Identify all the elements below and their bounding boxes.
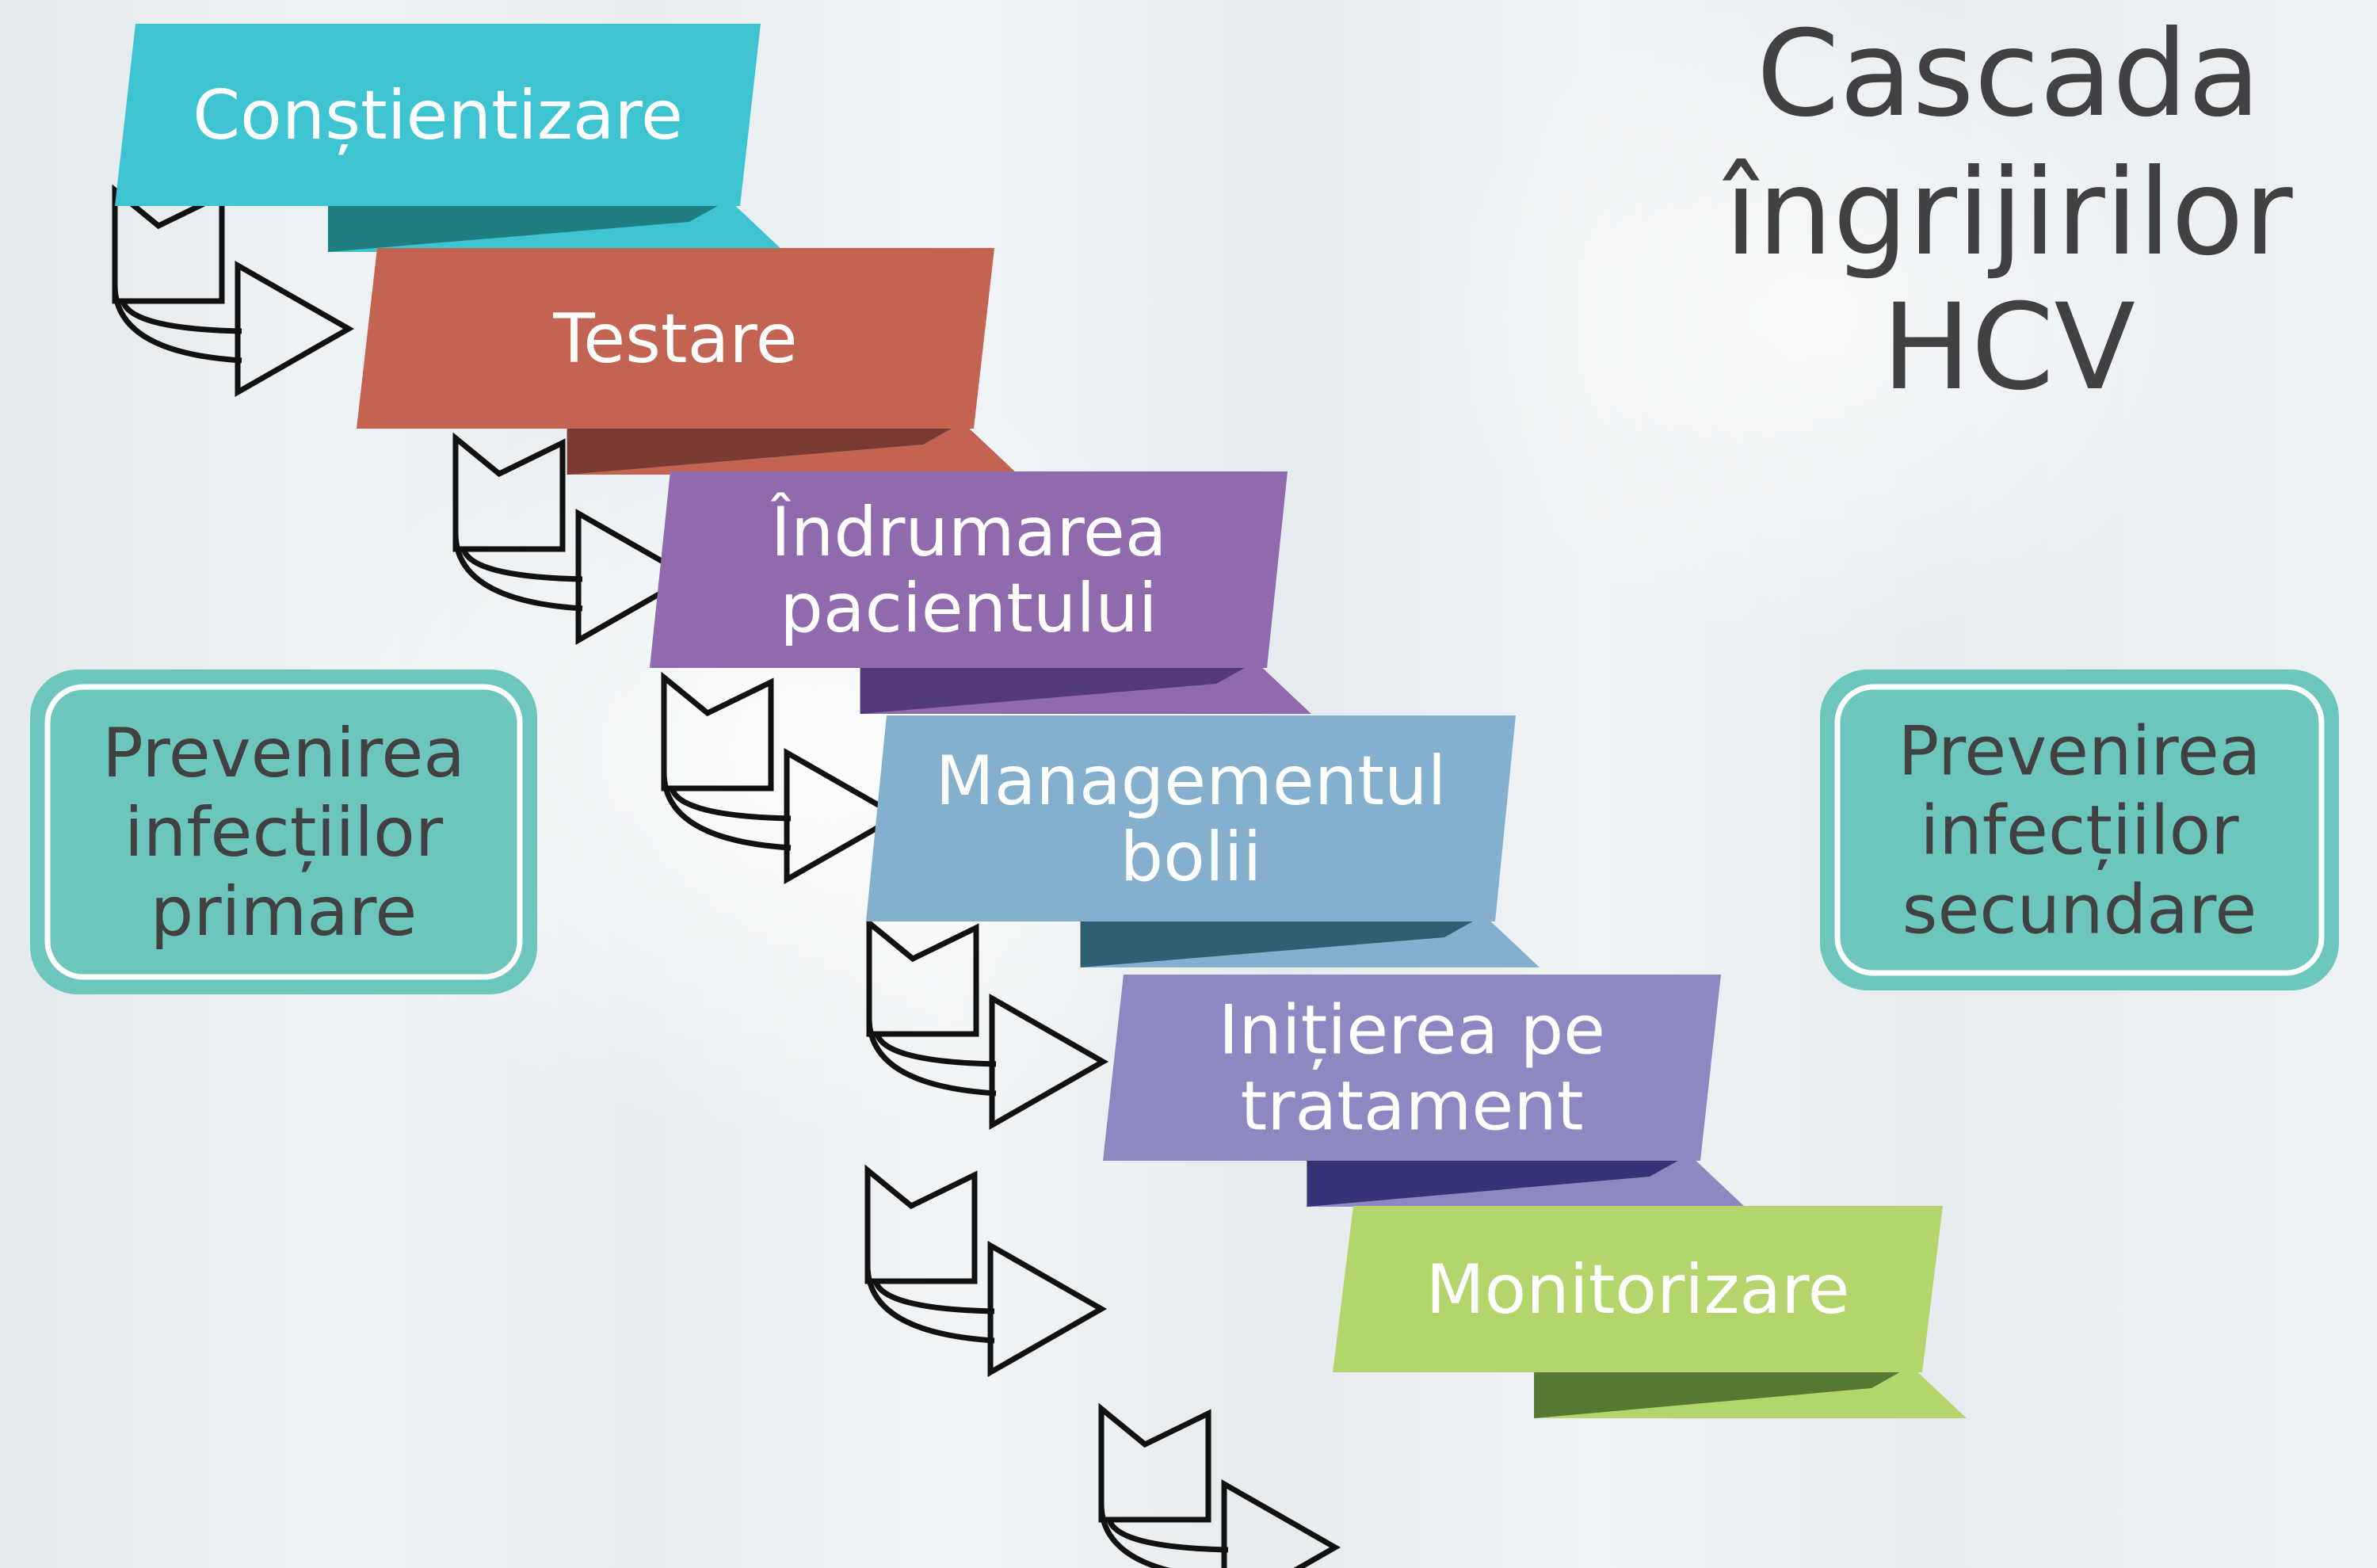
arrow-curve-inner-icon <box>669 787 792 822</box>
ribbon-fold-shadow <box>1307 1154 1689 1207</box>
arrow-curve-inner-icon <box>874 1032 997 1067</box>
arrow-flag-icon <box>452 432 566 552</box>
connector-arrows <box>112 184 1341 1568</box>
ribbon-fold-shadow <box>327 200 729 252</box>
prevention-box-border <box>1834 684 2325 976</box>
ribbon-fold-shadow <box>567 422 963 475</box>
prevention-box-label: secundare <box>1902 871 2257 950</box>
cascade-step: Testare <box>357 248 994 429</box>
prevention-box-label: infecțiilor <box>124 793 444 872</box>
prevention-boxes: PrevenireainfecțiilorprimarePrevenireain… <box>30 670 2339 994</box>
cascade-step-label: pacientului <box>780 569 1157 648</box>
arrow-head-icon <box>235 260 355 398</box>
arrow-head-icon <box>784 747 904 885</box>
arrow-curve-inner-icon <box>1106 1518 1229 1553</box>
arrow-curve-icon <box>661 677 792 851</box>
arrow-flag-icon <box>661 671 774 792</box>
step-arrow-icon <box>112 184 355 398</box>
cascade-step-ribbon <box>1333 1206 1943 1372</box>
arrow-head-icon <box>1221 1478 1341 1568</box>
arrow-flag-icon <box>1098 1402 1211 1523</box>
step-arrow-icon <box>661 671 904 885</box>
ribbon-fold-shadow <box>1080 915 1484 967</box>
cascade-steps: ConștientizareTestareÎndrumareapacientul… <box>115 24 1943 1372</box>
cascade-step-label: Inițierea pe <box>1219 991 1605 1070</box>
arrow-curve-icon <box>864 1170 995 1344</box>
prevention-box-label: infecțiilor <box>1920 792 2239 871</box>
prevention-box-label: Prevenirea <box>1898 712 2261 792</box>
cascade-step-label: Managementul <box>936 742 1447 821</box>
cascade-step: Conștientizare <box>115 24 761 206</box>
cascade-step-label: Îndrumarea <box>770 492 1167 572</box>
arrow-curve-inner-icon <box>872 1280 995 1314</box>
cascade-step-label: Monitorizare <box>1425 1250 1849 1330</box>
arrow-flag-icon <box>112 184 225 304</box>
step-arrow-icon <box>452 432 696 646</box>
title-line: HCV <box>1882 279 2135 417</box>
cascade-step-ribbon <box>1103 975 1721 1161</box>
step-arrow-icon <box>864 1164 1108 1378</box>
step-arrow-icon <box>1098 1402 1341 1568</box>
arrow-curve-inner-icon <box>460 547 583 582</box>
prevention-box-fill <box>30 670 537 994</box>
arrow-curve-icon <box>1098 1409 1171 1568</box>
title-line: îngrijirilor <box>1722 144 2292 282</box>
arrow-curve-icon <box>452 438 583 612</box>
cascade-step: Monitorizare <box>1333 1206 1943 1372</box>
arrow-head-icon <box>575 508 696 646</box>
cascade-step-ribbon <box>115 24 761 206</box>
arrow-curve-icon <box>112 190 242 364</box>
arrow-flag-icon <box>866 917 979 1037</box>
step-arrow-icon <box>866 917 1109 1131</box>
prevention-box-border <box>44 684 523 980</box>
cascade-step-label: tratament <box>1240 1067 1583 1146</box>
arrow-curve-icon <box>866 923 997 1097</box>
arrow-flag-icon <box>864 1164 978 1284</box>
ribbon-fold-shadow <box>860 662 1256 714</box>
cascade-step-label: bolii <box>1120 818 1262 897</box>
prevention-box-label: primare <box>151 872 418 952</box>
ribbon-tails <box>327 200 1967 1418</box>
cascade-step-label: Conștientizare <box>193 76 683 155</box>
prevention-box-fill <box>1820 670 2339 990</box>
cascade-step-ribbon <box>357 248 994 429</box>
ribbon-fold-shadow <box>1534 1366 1911 1418</box>
cascade-step-label: Testare <box>552 299 797 379</box>
arrow-curve-inner-icon <box>120 299 242 334</box>
prevention-box-label: Prevenirea <box>102 714 465 793</box>
arrow-head-icon <box>989 993 1109 1131</box>
arrow-head-icon <box>987 1240 1108 1378</box>
title-line: Cascada <box>1757 6 2261 143</box>
cascade-step-ribbon <box>650 471 1288 668</box>
cascade-step-ribbon <box>866 715 1516 921</box>
